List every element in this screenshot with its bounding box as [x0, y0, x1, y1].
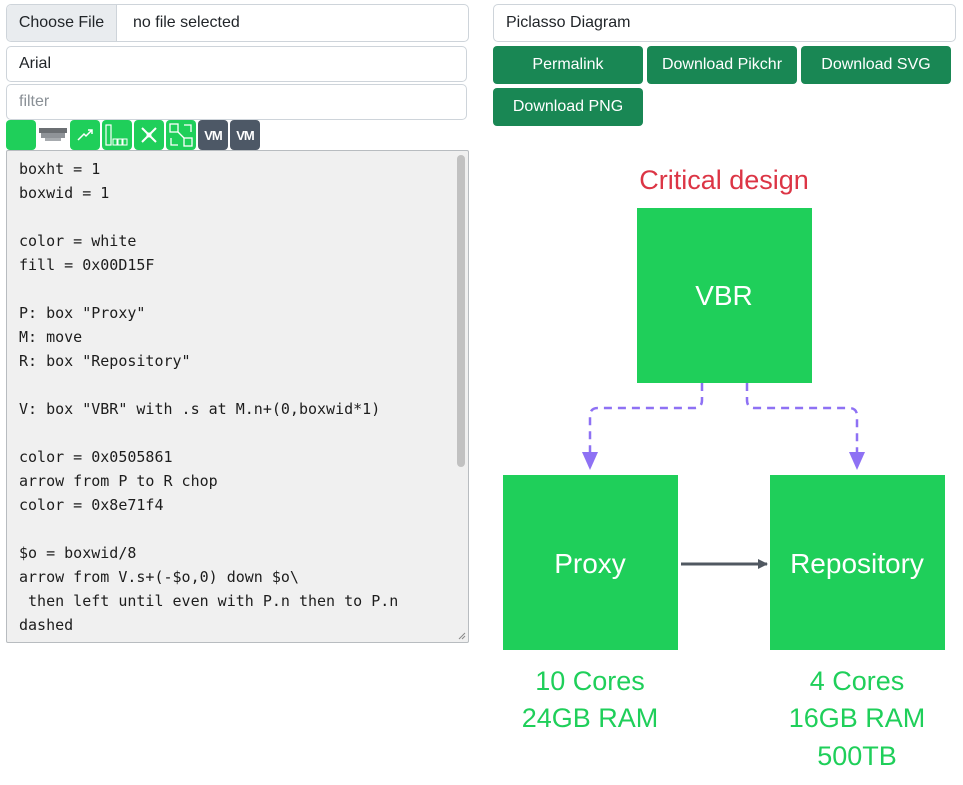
download-svg-button[interactable]: Download SVG [801, 46, 951, 84]
file-status: no file selected [133, 14, 240, 31]
filter-input[interactable] [6, 84, 467, 120]
proxy-label: Proxy [554, 548, 626, 579]
proxy-note-cores: 10 Cores [535, 666, 645, 696]
diagram-title: Critical design [639, 165, 809, 195]
repository-note-ram: 16GB RAM [789, 703, 926, 733]
repository-note-cores: 4 Cores [810, 666, 905, 696]
shape-toolbar: VM VM [6, 120, 260, 150]
expand-nodes-icon[interactable] [166, 120, 196, 150]
proxy-note-ram: 24GB RAM [522, 703, 659, 733]
repository-label: Repository [790, 548, 924, 579]
connector-icon[interactable] [70, 120, 100, 150]
resize-handle-icon[interactable] [456, 630, 466, 640]
diagram-canvas: Critical design VBR Proxy Repository 10 … [503, 165, 945, 771]
cross-arrows-icon[interactable] [134, 120, 164, 150]
repository-box [770, 475, 945, 650]
shelf-icon[interactable] [38, 120, 68, 150]
font-field[interactable]: Arial [6, 46, 467, 82]
editor-scrollbar[interactable] [457, 155, 465, 467]
vbr-to-proxy-arrow [582, 383, 704, 470]
repository-note-storage: 500TB [817, 741, 897, 771]
vbr-label: VBR [695, 280, 753, 311]
source-code[interactable]: boxht = 1 boxwid = 1 color = white fill … [19, 160, 399, 642]
proxy-box [503, 475, 678, 650]
file-input[interactable]: Choose File no file selected [6, 4, 469, 42]
vbr-box [637, 208, 812, 383]
download-png-button[interactable]: Download PNG [493, 88, 643, 126]
download-pikchr-button[interactable]: Download Pikchr [647, 46, 797, 84]
pikchr-source-editor[interactable]: boxht = 1 boxwid = 1 color = white fill … [6, 150, 469, 643]
database-rows-icon[interactable] [102, 120, 132, 150]
permalink-button[interactable]: Permalink [493, 46, 643, 84]
fill-color-swatch-icon[interactable] [6, 120, 36, 150]
vbr-to-repository-arrow [745, 383, 865, 470]
diagram-title-field[interactable]: Piclasso Diagram [493, 4, 956, 42]
choose-file-button[interactable]: Choose File [7, 5, 117, 41]
vm-icon[interactable]: VM [198, 120, 228, 150]
vm-template-icon[interactable]: VM [230, 120, 260, 150]
